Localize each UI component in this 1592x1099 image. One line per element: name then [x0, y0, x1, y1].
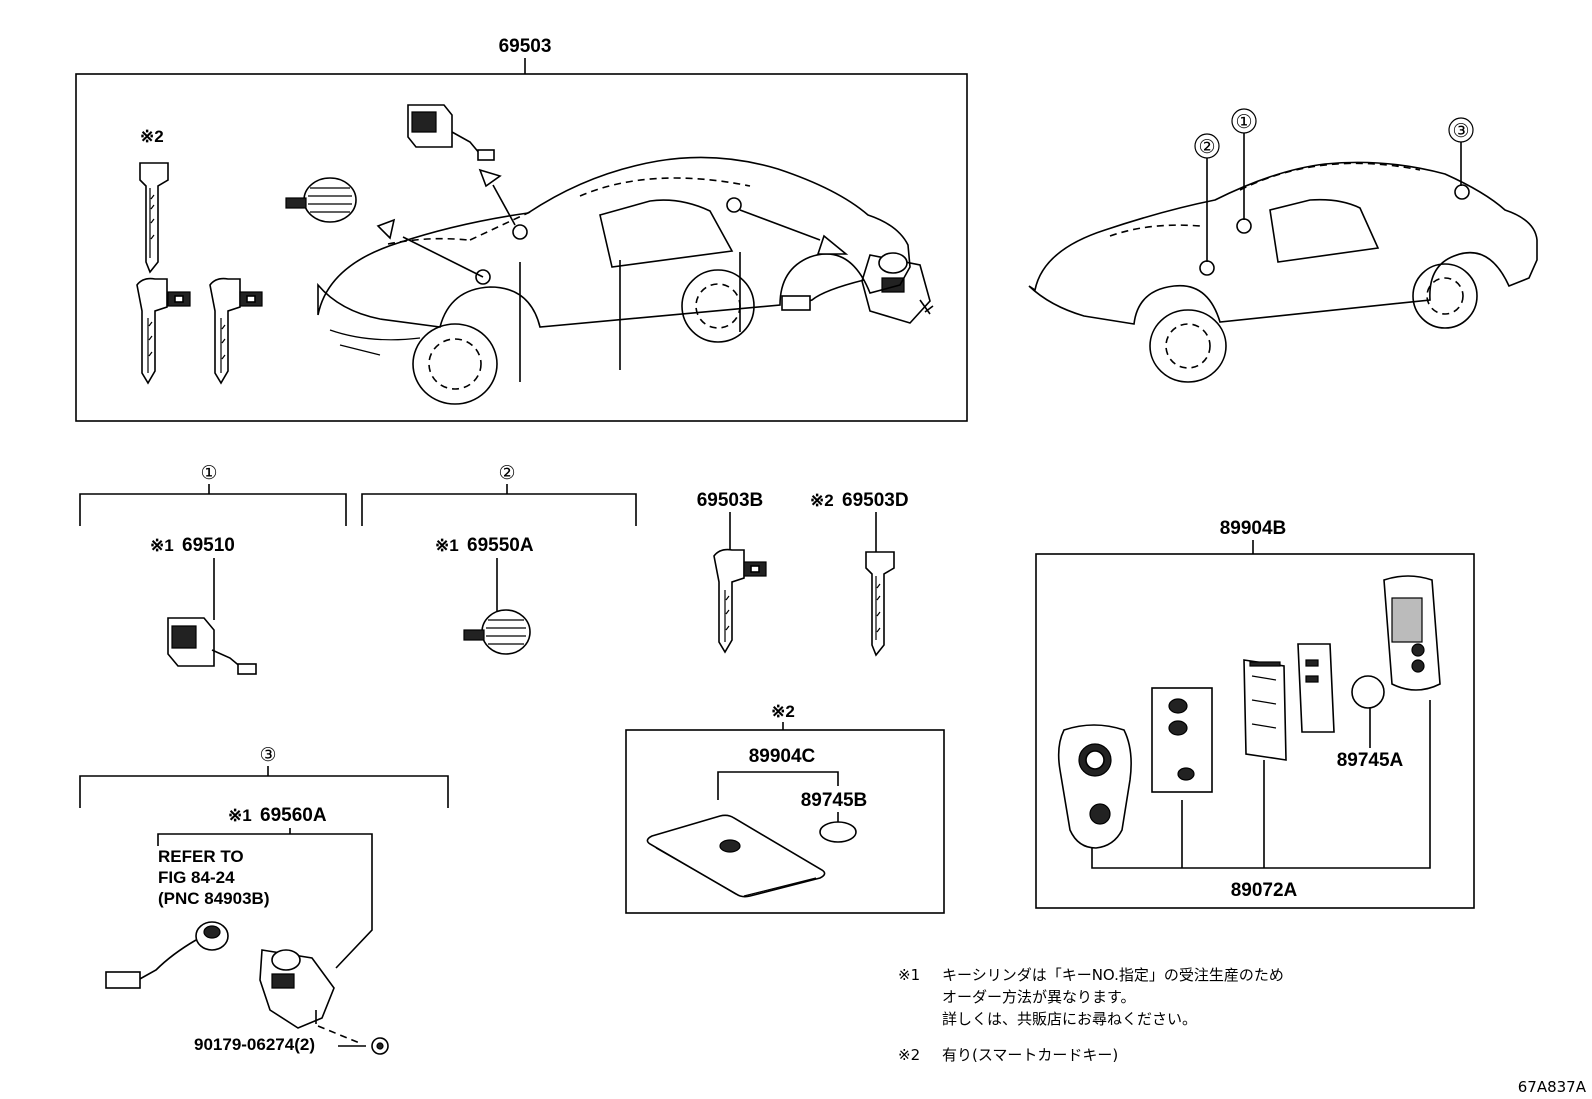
location-vehicle: ① ② ③ — [1028, 108, 1538, 383]
note-1-line-3: 詳しくは、共販店にお尋ねください。 — [942, 1010, 1197, 1028]
key-blank-icon — [139, 162, 169, 274]
emergency-key-card-icon — [1297, 643, 1335, 733]
battery-b-label: 89745B — [801, 790, 868, 811]
key-blank-icon — [865, 551, 895, 657]
section-1-mark: ① — [200, 462, 217, 484]
transmitter-label: 89072A — [1231, 880, 1298, 901]
section-2-mark: ② — [498, 462, 515, 484]
lcd-remote-icon — [1383, 575, 1441, 691]
vehicle-illustration — [317, 156, 911, 405]
section-3: ③ ※1 69560A REFER TO FIG 84-24 (PNC 8490… — [79, 744, 449, 1055]
trunk-cylinder-icon — [259, 949, 335, 1029]
battery-a-label: 89745A — [1337, 750, 1404, 771]
ignition-cylinder-icon — [167, 617, 257, 675]
ignition-cylinder-icon — [407, 104, 495, 161]
section-3-mark: ③ — [259, 744, 276, 766]
screw-icon — [371, 1037, 389, 1055]
key-b-label: 69503B — [697, 490, 764, 511]
assembly-box — [75, 73, 968, 422]
note-2-mark: ※2 — [898, 1046, 920, 1064]
assembly-group: 69503 ※2 — [75, 36, 968, 422]
circuit-board-icon — [1243, 659, 1287, 761]
cylinder-3-label: 69560A — [260, 805, 327, 826]
location-mark-2: ② — [1198, 136, 1215, 158]
trunk-cylinder-icon — [781, 252, 934, 324]
battery-icon — [819, 821, 857, 843]
note-1-line-1: キーシリンダは「キーNO.指定」の受注生産のため — [942, 966, 1284, 984]
drawing-id: 67A837A — [1518, 1078, 1587, 1096]
smart-key-fob-icon — [1057, 724, 1132, 849]
key-d-label: 69503D — [842, 490, 909, 511]
harness-switch-icon — [105, 921, 229, 989]
location-mark-1: ① — [1235, 111, 1252, 133]
refer-line-2: FIG 84-24 — [158, 868, 235, 887]
key-b-group: 69503B — [697, 490, 767, 654]
card-key-note-mark: ※2 — [771, 702, 795, 721]
note-1-mark: ※1 — [898, 966, 920, 984]
smart-key-group: 89904B 89745A — [1035, 518, 1475, 909]
refer-line-1: REFER TO — [158, 847, 244, 866]
key-with-head-icon — [713, 548, 767, 654]
key-with-head-icon — [136, 277, 191, 385]
key-d-note-mark: ※2 — [810, 491, 834, 510]
note-2-line-1: 有り(スマートカードキー) — [942, 1046, 1118, 1064]
key-with-head-icon — [209, 277, 263, 385]
card-key-icon — [646, 814, 826, 898]
assembly-label: 69503 — [499, 36, 552, 57]
door-cylinder-icon — [463, 609, 531, 655]
card-key-box — [625, 729, 945, 914]
section-2: ② ※1 69550A — [361, 462, 637, 655]
card-key-group: ※2 89904C 89745B — [625, 702, 945, 914]
screw-label: 90179-06274(2) — [194, 1035, 315, 1054]
smart-key-set-label: 89904B — [1220, 518, 1287, 539]
smart-key-set-box — [1035, 553, 1475, 909]
cylinder-3-note-mark: ※1 — [228, 806, 252, 825]
cylinder-2-note-mark: ※1 — [435, 536, 459, 555]
battery-icon — [1351, 675, 1385, 709]
refer-line-3: (PNC 84903B) — [158, 889, 270, 908]
door-cylinder-icon — [285, 177, 357, 223]
location-mark-3: ③ — [1452, 120, 1469, 142]
assembly-note2-mark: ※2 — [140, 127, 164, 146]
button-pad-icon — [1151, 687, 1213, 793]
key-d-group: ※2 69503D — [810, 490, 909, 657]
card-key-label: 89904C — [749, 746, 816, 767]
notes: ※1 キーシリンダは「キーNO.指定」の受注生産のため オーダー方法が異なります… — [898, 966, 1284, 1064]
cylinder-1-label: 69510 — [182, 535, 235, 556]
cylinder-2-label: 69550A — [467, 535, 534, 556]
note-1-line-2: オーダー方法が異なります。 — [942, 988, 1136, 1006]
section-1: ① ※1 69510 — [79, 462, 347, 675]
cylinder-1-note-mark: ※1 — [150, 536, 174, 555]
